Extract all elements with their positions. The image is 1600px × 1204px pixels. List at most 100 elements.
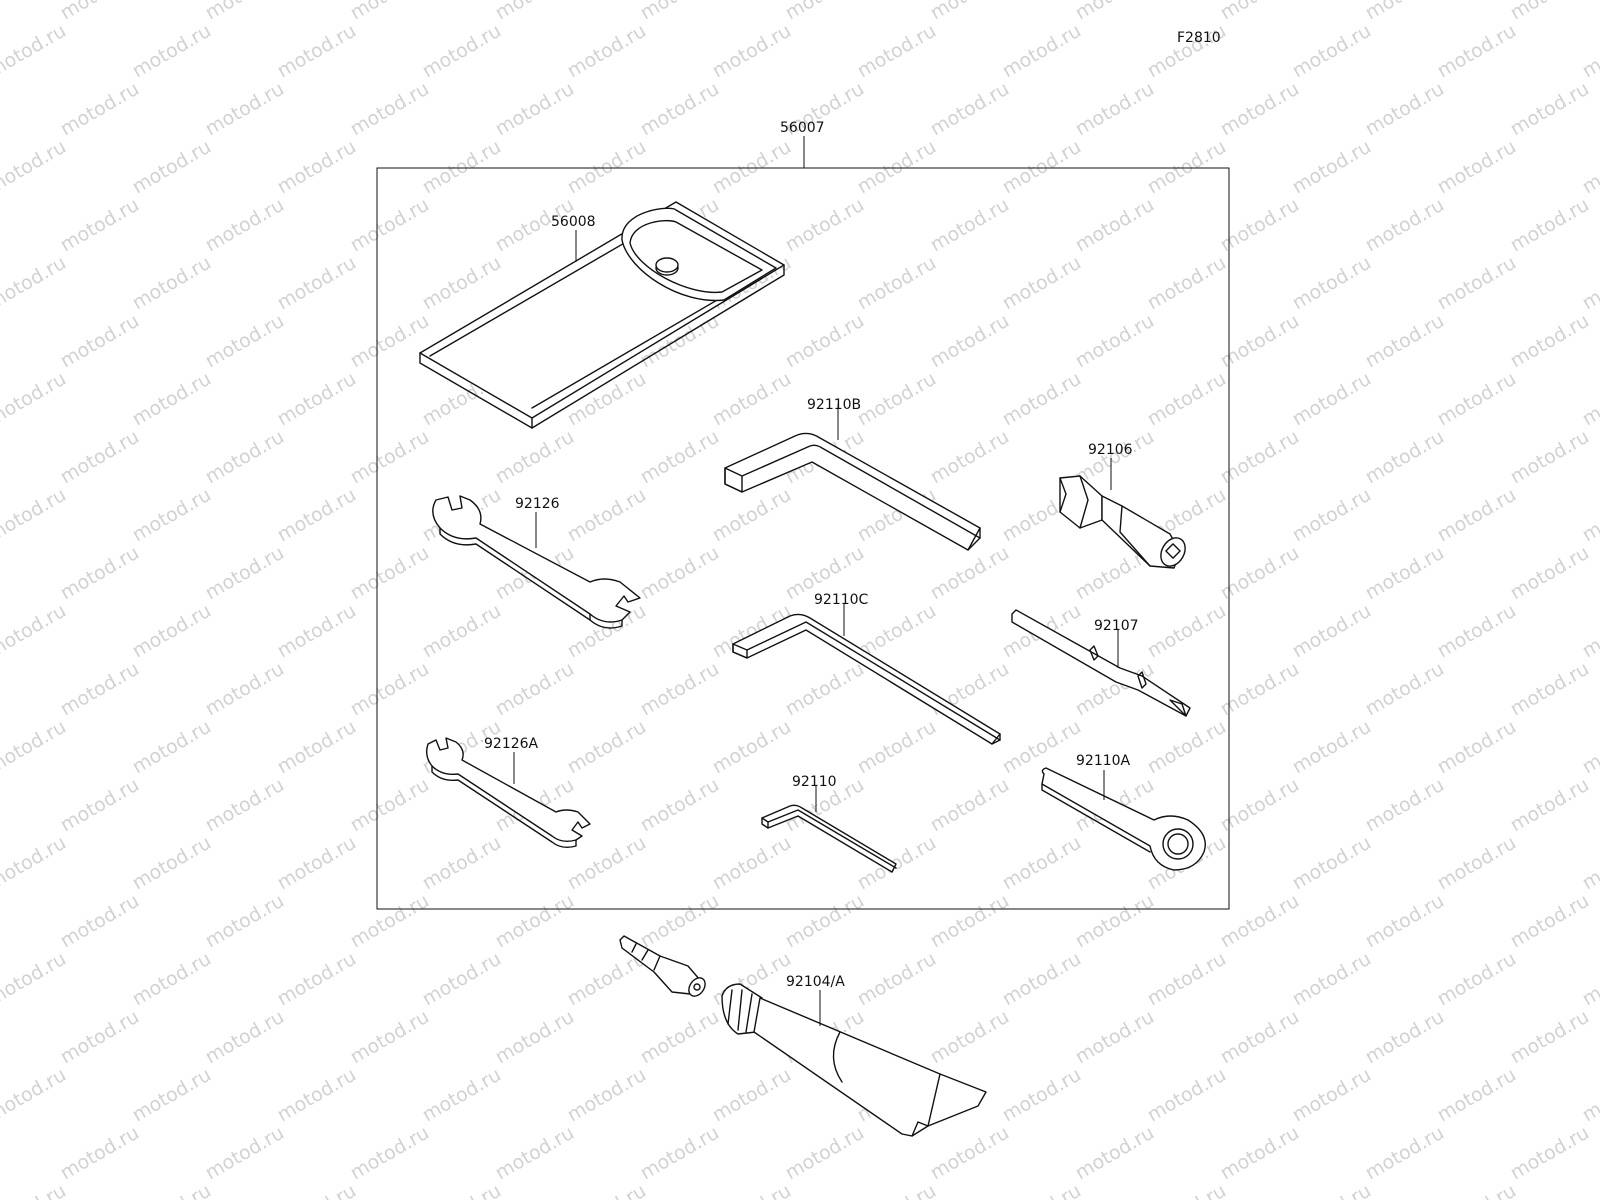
watermark-text: motod.ru (1579, 20, 1600, 83)
watermark-text: motod.ru (1289, 20, 1375, 83)
watermark-text: motod.ru (1072, 310, 1158, 373)
watermark-text: motod.ru (709, 1064, 795, 1127)
watermark-text: motod.ru (274, 1180, 360, 1200)
watermark-text: motod.ru (1579, 484, 1600, 547)
watermark-text: motod.ru (709, 136, 795, 199)
watermark-text: motod.ru (709, 368, 795, 431)
watermark-text: motod.ru (1144, 1180, 1230, 1200)
watermark-text: motod.ru (637, 1122, 723, 1185)
watermark-text: motod.ru (1434, 368, 1520, 431)
watermark-text: motod.ru (0, 948, 70, 1011)
label-hex-wrench-c: 92110C (814, 592, 869, 608)
watermark-text: motod.ru (57, 1006, 143, 1069)
watermark-text: motod.ru (1434, 716, 1520, 779)
watermark-text: motod.ru (57, 1122, 143, 1185)
watermark-text: motod.ru (202, 78, 288, 141)
watermark-text: motod.ru (1289, 136, 1375, 199)
watermark-text: motod.ru (1362, 78, 1448, 141)
watermark-text: motod.ru (129, 1064, 215, 1127)
watermark-text: motod.ru (347, 194, 433, 257)
watermark-text: motod.ru (274, 600, 360, 663)
watermark-text: motod.ru (1434, 1180, 1520, 1200)
watermark-text: motod.ru (492, 426, 578, 489)
watermark-text: motod.ru (564, 1064, 650, 1127)
watermark-text: motod.ru (1507, 310, 1593, 373)
watermark-text: motod.ru (0, 368, 70, 431)
watermark-text: motod.ru (57, 774, 143, 837)
watermark-text: motod.ru (0, 484, 70, 547)
watermark-text: motod.ru (1507, 0, 1593, 24)
watermark-text: motod.ru (782, 194, 868, 257)
watermark-text: motod.ru (419, 252, 505, 315)
watermark-text: motod.ru (1217, 1006, 1303, 1069)
watermark-text: motod.ru (274, 20, 360, 83)
watermark-text: motod.ru (999, 948, 1085, 1011)
watermark-text: motod.ru (202, 194, 288, 257)
watermark-text: motod.ru (129, 600, 215, 663)
watermark-text: motod.ru (637, 774, 723, 837)
label-hex-wrench-b: 92110B (807, 397, 861, 413)
watermark-text: motod.ru (347, 1006, 433, 1069)
watermark-text: motod.ru (274, 716, 360, 779)
label-box-wrench: 92110A (1076, 753, 1131, 769)
watermark-text: motod.ru (129, 1180, 215, 1200)
watermark-text: motod.ru (1362, 1006, 1448, 1069)
watermark-text: motod.ru (274, 948, 360, 1011)
watermark-text: motod.ru (782, 0, 868, 24)
watermark-text: motod.ru (999, 20, 1085, 83)
watermark-text: motod.ru (57, 542, 143, 605)
watermark-text: motod.ru (1289, 484, 1375, 547)
watermark-text: motod.ru (927, 194, 1013, 257)
watermark-text: motod.ru (0, 1180, 70, 1200)
watermark-text: motod.ru (202, 890, 288, 953)
watermark-text: motod.ru (854, 832, 940, 895)
watermark-text: motod.ru (274, 484, 360, 547)
watermark-text: motod.ru (129, 20, 215, 83)
watermark-text: motod.ru (564, 136, 650, 199)
watermark-text: motod.ru (347, 890, 433, 953)
watermark-text: motod.ru (347, 426, 433, 489)
watermark-text: motod.ru (999, 136, 1085, 199)
watermark-text: motod.ru (564, 1180, 650, 1200)
watermark-text: motod.ru (999, 1180, 1085, 1200)
watermark-text: motod.ru (854, 948, 940, 1011)
watermark-text: motod.ru (419, 1064, 505, 1127)
watermark-text: motod.ru (129, 716, 215, 779)
watermark-text: motod.ru (202, 1122, 288, 1185)
watermark-text: motod.ru (419, 136, 505, 199)
watermark-text: motod.ru (1507, 194, 1593, 257)
watermark-text: motod.ru (1507, 658, 1593, 721)
watermark-text: motod.ru (637, 890, 723, 953)
watermark-text: motod.ru (1217, 0, 1303, 24)
watermark-text: motod.ru (1579, 832, 1600, 895)
watermark-text: motod.ru (1362, 426, 1448, 489)
watermark-text: motod.ru (1144, 136, 1230, 199)
watermark-text: motod.ru (927, 78, 1013, 141)
watermark-text: motod.ru (419, 948, 505, 1011)
watermark-text: motod.ru (492, 0, 578, 24)
watermark-text: motod.ru (419, 832, 505, 895)
watermark-text: motod.ru (129, 484, 215, 547)
watermark-text: motod.ru (492, 78, 578, 141)
watermark-text: motod.ru (999, 252, 1085, 315)
watermark-text: motod.ru (1434, 252, 1520, 315)
watermark-text: motod.ru (0, 136, 70, 199)
watermark-text: motod.ru (57, 658, 143, 721)
watermark-text: motod.ru (782, 890, 868, 953)
watermark-text: motod.ru (1144, 716, 1230, 779)
watermark-text: motod.ru (1072, 0, 1158, 24)
watermark-text: motod.ru (57, 310, 143, 373)
watermark-text: motod.ru (927, 1122, 1013, 1185)
watermark-text: motod.ru (564, 716, 650, 779)
watermark-text: motod.ru (57, 78, 143, 141)
watermark-text: motod.ru (1507, 542, 1593, 605)
watermark-text: motod.ru (1072, 78, 1158, 141)
watermark-text: motod.ru (1289, 948, 1375, 1011)
watermark-text: motod.ru (492, 1006, 578, 1069)
watermark-text: motod.ru (1507, 1006, 1593, 1069)
watermark-text: motod.ru (0, 1064, 70, 1127)
watermark-text: motod.ru (0, 600, 70, 663)
watermark-text: motod.ru (999, 1064, 1085, 1127)
watermark-text: motod.ru (782, 310, 868, 373)
watermark-text: motod.ru (1217, 1122, 1303, 1185)
